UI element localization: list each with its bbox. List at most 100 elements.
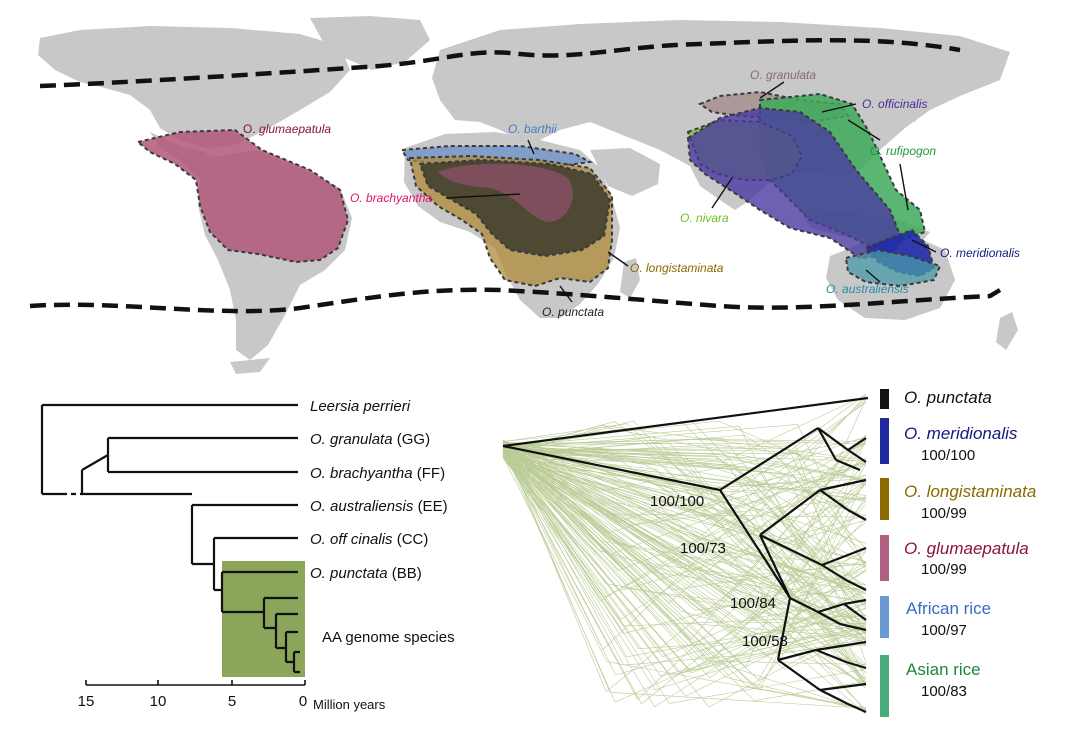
clade-support-glumaepatula: 100/99 (921, 561, 967, 578)
gene-tree-line (502, 447, 867, 563)
gene-tree-line (502, 455, 867, 683)
leader-punctata (559, 285, 573, 303)
taxon-australiensis: O. australiensis (EE) (310, 498, 448, 515)
map-label-nivara: O. nivara (680, 211, 729, 225)
clade-bar-punctata (880, 389, 889, 409)
clade-bar-asian-rice (880, 655, 889, 717)
cloud-tree: 100/100 100/73 100/84 100/58 O. punctata… (502, 388, 1036, 717)
clade-support-asian-rice: 100/83 (921, 683, 967, 700)
gene-tree-line (502, 456, 867, 666)
gene-tree-line (502, 455, 867, 659)
map-labels: O. glumaepatula O. barthii O. brachyanth… (243, 68, 1020, 319)
range-australiensis (844, 248, 942, 288)
gene-tree-line (502, 446, 867, 520)
tree-branches (40, 403, 300, 674)
aa-genome-label: AA genome species (322, 629, 455, 646)
time-axis-line (85, 680, 306, 686)
gene-tree-line (502, 442, 867, 711)
gene-tree-line (502, 440, 867, 693)
landmass-japan (902, 84, 928, 122)
range-officinalis (686, 106, 904, 260)
dated-phylogeny: Leersia perrieri O. granulata (GG) O. br… (40, 398, 455, 712)
landmass-greenland (310, 16, 430, 70)
gene-tree-line (502, 441, 867, 645)
time-axis-unit: Million years (313, 697, 386, 712)
taxon-officinalis: O. off cinalis (CC) (310, 531, 428, 548)
gene-tree-line (502, 446, 867, 595)
gene-tree-line (502, 424, 867, 571)
clade-label-glumaepatula: O. glumaepatula (904, 539, 1029, 558)
species-ranges (135, 90, 942, 288)
gene-tree-line (502, 449, 867, 552)
map-label-rufipogon: O. rufipogon (870, 144, 936, 158)
time-tick-0: 0 (299, 693, 307, 710)
gene-tree-line (502, 440, 867, 591)
clade-bar-meridionalis (880, 418, 889, 464)
time-tick-15: 15 (78, 693, 95, 710)
gene-tree-line (502, 455, 867, 655)
gene-tree-line (502, 457, 867, 691)
map-label-longistaminata: O. longistaminata (630, 261, 724, 275)
gene-tree-line (503, 449, 867, 666)
node-support-0: 100/100 (650, 493, 704, 510)
clade-label-punctata: O. punctata (904, 388, 992, 407)
gene-tree-line (502, 454, 867, 645)
node-support-2: 100/84 (730, 595, 776, 612)
gene-tree-line (502, 451, 867, 705)
map-label-granulata: O. granulata (750, 68, 816, 82)
tropic-line-south (29, 287, 1002, 314)
gene-tree-line (502, 434, 867, 563)
gene-tree-line (502, 450, 867, 597)
range-brachyantha (438, 163, 573, 222)
leader-meridionalis (911, 239, 937, 253)
taxon-leersia: Leersia perrieri (310, 398, 411, 415)
landmass-new-zealand (996, 312, 1018, 350)
gene-tree-line (502, 454, 867, 709)
clade-bar-longistaminata (880, 478, 889, 520)
landmass-north-america (38, 26, 350, 148)
map-label-meridionalis: O. meridionalis (940, 246, 1020, 260)
gene-tree-line (502, 443, 867, 686)
time-tick-10: 10 (150, 693, 167, 710)
gene-tree-line (502, 444, 867, 579)
gene-tree-line (502, 441, 867, 712)
gene-tree-line (502, 452, 867, 708)
clade-bar-african-rice (880, 596, 889, 638)
gene-tree-line (502, 397, 867, 651)
clade-support-african-rice: 100/97 (921, 622, 967, 639)
map-label-officinalis: O. officinalis (862, 97, 927, 111)
time-tick-5: 5 (228, 693, 236, 710)
gene-tree-line (502, 452, 867, 566)
taxon-punctata: O. punctata (BB) (310, 565, 422, 582)
gene-tree-line (502, 447, 867, 703)
gene-tree-line (502, 444, 867, 463)
gene-tree-line (502, 452, 867, 598)
taxon-granulata: O. granulata (GG) (310, 431, 430, 448)
gene-tree-line (502, 453, 867, 691)
leader-officinalis (821, 103, 857, 113)
gene-tree-line (502, 454, 867, 652)
tropic-line-north (39, 37, 961, 89)
node-support-3: 100/58 (742, 633, 788, 650)
clade-bar-glumaepatula (880, 535, 889, 581)
gene-tree-line (502, 447, 867, 484)
gene-tree-line (502, 443, 867, 709)
clade-label-longistaminata: O. longistaminata (904, 482, 1036, 501)
landmass-arabia (590, 148, 660, 196)
clade-support-longistaminata: 100/99 (921, 505, 967, 522)
leader-australiensis (865, 269, 881, 283)
leader-rufipogon (847, 119, 909, 211)
taxon-brachyantha: O. brachyantha (FF) (310, 465, 445, 482)
clade-label-meridionalis: O. meridionalis (904, 424, 1018, 443)
gene-tree-line (502, 441, 867, 586)
gene-tree-line (502, 454, 867, 620)
gene-tree-line (502, 440, 867, 564)
gene-tree-line (502, 452, 867, 676)
leader-barthii (527, 139, 535, 155)
gene-tree-line (502, 448, 867, 676)
landmass-antarctic-edge (230, 358, 270, 374)
consensus-tree (502, 396, 869, 714)
leader-nivara (711, 177, 733, 209)
gene-tree-line (502, 448, 867, 633)
